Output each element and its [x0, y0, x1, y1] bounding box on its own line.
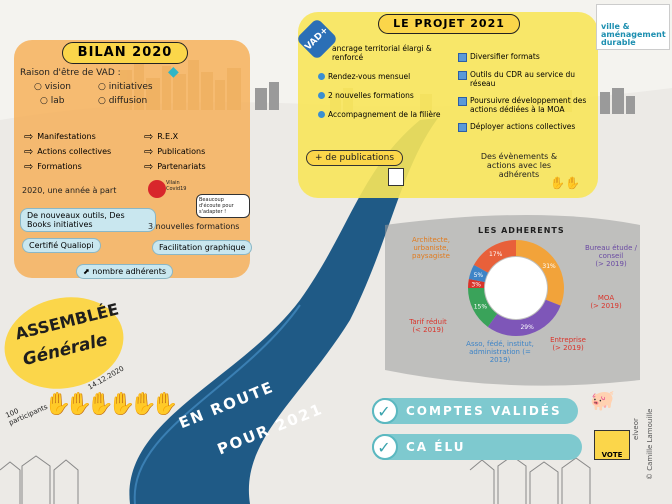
- bilan-right-list: ⇨R.E.X ⇨Publications ⇨Partenariats: [144, 129, 206, 173]
- donut-segment: [515, 240, 564, 306]
- bilan-qualiopi: Certifié Qualiopi: [22, 238, 101, 253]
- bilan-item: ⇨R.E.X: [144, 129, 179, 143]
- projet-item: Diversifier formats: [458, 52, 592, 62]
- virus-bubble: Beaucoup d'écoute pour s'adapter !: [196, 194, 250, 218]
- projet-item: Poursuivre développement des actions déd…: [458, 96, 592, 114]
- adherents-donut-chart: 31% 29% 15% 3% 5% 17%: [468, 240, 564, 336]
- projet-panel: [298, 12, 598, 198]
- segment-label-asso: Asso, fédé, institut, administration (= …: [466, 340, 534, 364]
- projet-left-list: ancrage territorial élargi & renforcé Re…: [318, 44, 448, 119]
- hands-icon: ✋✋: [550, 176, 580, 190]
- donut-segment: [468, 279, 485, 289]
- projet-item: Accompagnement de la filière: [318, 110, 448, 119]
- projet-item: ancrage territorial élargi & renforcé: [332, 44, 432, 62]
- donut-segment: [468, 264, 489, 283]
- projet-item: Déployer actions collectives: [458, 122, 592, 132]
- donut-value-label: 31%: [542, 263, 556, 270]
- arrow-icon: ⇨: [144, 129, 154, 143]
- bullet-icon: [318, 92, 325, 99]
- bilan-title: BILAN 2020: [62, 42, 188, 64]
- diamond-icon: ◆: [168, 64, 179, 80]
- checkbox-icon: [458, 71, 467, 80]
- donut-value-label: 5%: [474, 272, 484, 279]
- segment-label-tarif: Tarif réduit(< 2019): [409, 318, 447, 334]
- segment-label-entreprise: Entreprise(> 2019): [550, 336, 586, 352]
- bilan-item: ⇨Formations: [24, 159, 82, 173]
- segment-label-moa: MOA(> 2019): [590, 294, 622, 310]
- arrow-icon: ⇨: [24, 159, 34, 173]
- projet-title: LE PROJET 2021: [378, 14, 520, 34]
- tag-initiatives: ○ initiatives: [98, 82, 153, 92]
- bilan-item: ⇨Partenariats: [144, 159, 206, 173]
- comptes-validés-banner: ✓COMPTES VALIDÉS: [372, 398, 578, 424]
- piggy-bank-icon: 🐖: [590, 388, 615, 412]
- scroll-icon: [388, 168, 404, 186]
- bilan-raison: Raison d'être de VAD :: [20, 68, 121, 78]
- bilan-outils: De nouveaux outils, Des Books initiative…: [20, 208, 156, 232]
- donut-hole: [485, 257, 547, 319]
- raised-hands-icon: ✋✋✋✋✋✋: [44, 392, 179, 417]
- ca-élu-banner: ✓CA ÉLU: [372, 434, 582, 460]
- ballot-box-icon: VOTE: [594, 430, 630, 460]
- donut-segment: [487, 299, 561, 336]
- bilan-formations: 3 nouvelles formations: [148, 222, 240, 231]
- arrow-icon: ⇨: [24, 129, 34, 143]
- bullet-icon: [318, 111, 325, 118]
- checkbox-icon: [458, 123, 467, 132]
- checkbox-icon: [458, 53, 467, 62]
- donut-value-label: 15%: [474, 304, 488, 311]
- projet-item: Outils du CDR au service du réseau: [458, 70, 592, 88]
- arrow-icon: ⇨: [24, 144, 34, 158]
- tag-vision: ○ vision: [34, 82, 71, 92]
- projet-item: 2 nouvelles formations: [318, 91, 448, 100]
- checkbox-icon: [458, 97, 467, 106]
- bilan-item: ⇨Manifestations: [24, 129, 96, 143]
- donut-segment: [468, 287, 498, 327]
- arrow-icon: ⇨: [144, 159, 154, 173]
- segment-label-architecte: Architecte, urbaniste, paysagiste: [412, 236, 450, 260]
- virus-label: Vilain Covid19: [166, 180, 187, 192]
- credit-line2: © Camille Lamouille: [646, 408, 654, 480]
- bilan-left-list: ⇨Manifestations ⇨Actions collectives ⇨Fo…: [24, 129, 112, 173]
- projet-evenements: Des évènements & actions avec les adhére…: [480, 152, 558, 179]
- projet-item: Rendez-vous mensuel: [318, 72, 448, 81]
- donut-segment: [473, 240, 517, 273]
- tag-diffusion: ○ diffusion: [98, 96, 148, 106]
- check-icon: ✓: [372, 398, 398, 424]
- bilan-facilitation: Facilitation graphique: [152, 240, 253, 255]
- segment-label-bureau: Bureau étude / conseil(> 2019): [584, 244, 638, 268]
- donut-value-label: 3%: [471, 282, 481, 289]
- bilan-annee: 2020, une année à part: [22, 186, 117, 195]
- bullet-icon: [318, 73, 325, 80]
- donut-value-label: 29%: [520, 324, 534, 331]
- up-arrow-icon: ⬈: [83, 267, 93, 276]
- virus-icon: [148, 180, 166, 198]
- credit-line1: elveor: [632, 418, 640, 440]
- arrow-icon: ⇨: [144, 144, 154, 158]
- bilan-item: ⇨Actions collectives: [24, 144, 112, 158]
- adherents-title: LES ADHERENTS: [478, 226, 565, 235]
- donut-value-label: 17%: [489, 251, 503, 258]
- tag-lab: ○ lab: [40, 96, 65, 106]
- check-icon: ✓: [372, 434, 398, 460]
- projet-publications: + de publications: [306, 150, 404, 166]
- projet-right-list: Diversifier formats Outils du CDR au ser…: [458, 52, 592, 132]
- bilan-adherents: ⬈ nombre adhérents: [76, 264, 174, 279]
- bilan-item: ⇨Publications: [144, 144, 206, 158]
